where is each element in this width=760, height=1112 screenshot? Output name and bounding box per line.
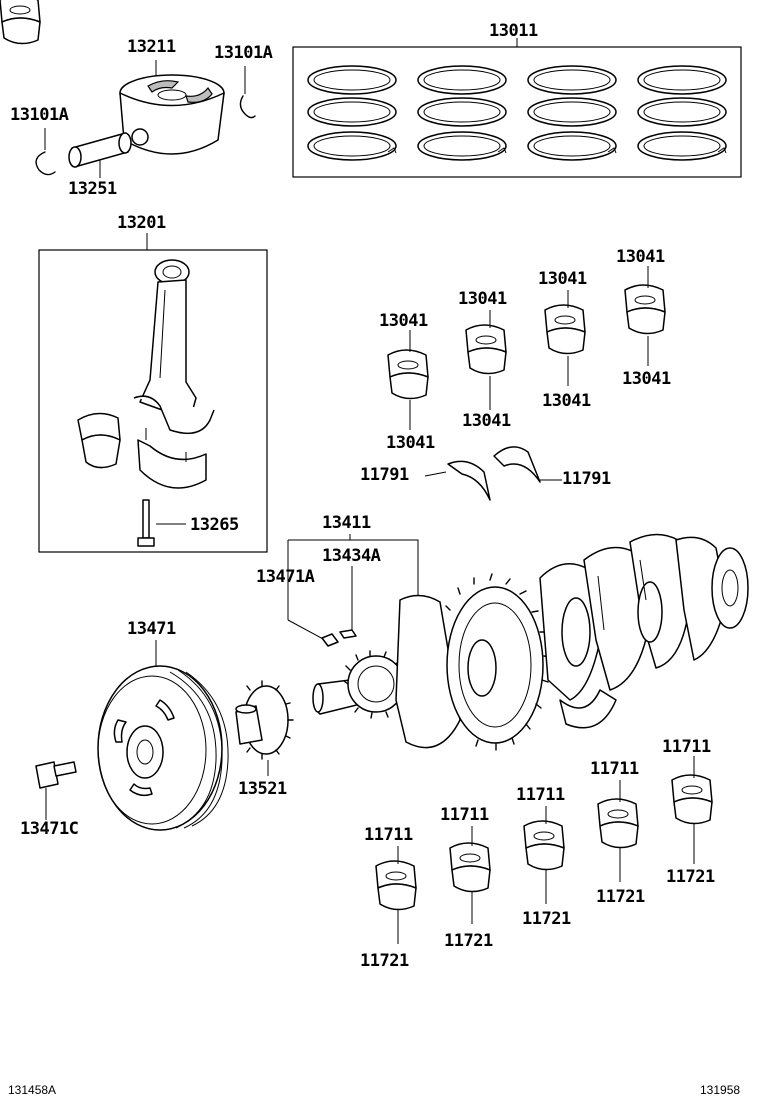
crank-upper-bearings [0, 0, 666, 430]
label-13471c[interactable]: 13471C [20, 819, 79, 839]
label-11711-c[interactable]: 11711 [516, 785, 565, 805]
crank-pulley [97, 640, 229, 831]
label-11711-b[interactable]: 11711 [590, 759, 639, 779]
label-13471[interactable]: 13471 [127, 619, 176, 639]
label-11721-c[interactable]: 11721 [522, 909, 571, 929]
label-11791-right[interactable]: 11791 [562, 469, 611, 489]
crankshaft [287, 533, 749, 751]
label-13041-g[interactable]: 13041 [462, 411, 511, 431]
label-11721-b[interactable]: 11721 [596, 887, 645, 907]
label-13041-b[interactable]: 13041 [538, 269, 587, 289]
label-13041-h[interactable]: 13041 [386, 433, 435, 453]
pulley-bolt [35, 761, 77, 820]
label-11721-a[interactable]: 11721 [666, 867, 715, 887]
label-11711-d[interactable]: 11711 [440, 805, 489, 825]
label-13521[interactable]: 13521 [238, 779, 287, 799]
label-13101a-top[interactable]: 13101A [214, 43, 273, 63]
thrust-washers [424, 446, 562, 501]
crank-sprocket [235, 680, 294, 776]
label-11711-a[interactable]: 11711 [662, 737, 711, 757]
piston-pin [68, 132, 132, 178]
piston-ring-set [292, 38, 742, 178]
label-13471a[interactable]: 13471A [256, 567, 315, 587]
label-13041-d[interactable]: 13041 [379, 311, 428, 331]
label-13101a-left[interactable]: 13101A [10, 105, 69, 125]
label-11791-left[interactable]: 11791 [360, 465, 409, 485]
connecting-rod-assy [38, 233, 268, 553]
label-11721-e[interactable]: 11721 [360, 951, 409, 971]
label-13041-e[interactable]: 13041 [622, 369, 671, 389]
label-11721-d[interactable]: 11721 [444, 931, 493, 951]
label-13011[interactable]: 13011 [489, 21, 538, 41]
label-11711-e[interactable]: 11711 [364, 825, 413, 845]
label-13434a[interactable]: 13434A [322, 546, 381, 566]
label-13041-f[interactable]: 13041 [542, 391, 591, 411]
label-13041-a[interactable]: 13041 [616, 247, 665, 267]
label-13041-c[interactable]: 13041 [458, 289, 507, 309]
label-13265[interactable]: 13265 [190, 515, 239, 535]
footer-left-code: 131458A [8, 1083, 57, 1097]
label-13211[interactable]: 13211 [127, 37, 176, 57]
footer-right-code: 131958 [700, 1083, 741, 1097]
crank-lower-bearings [375, 756, 713, 944]
label-13201[interactable]: 13201 [117, 213, 166, 233]
label-13411[interactable]: 13411 [322, 513, 371, 533]
snap-rings [35, 66, 256, 176]
piston [119, 60, 225, 155]
label-13251[interactable]: 13251 [68, 179, 117, 199]
